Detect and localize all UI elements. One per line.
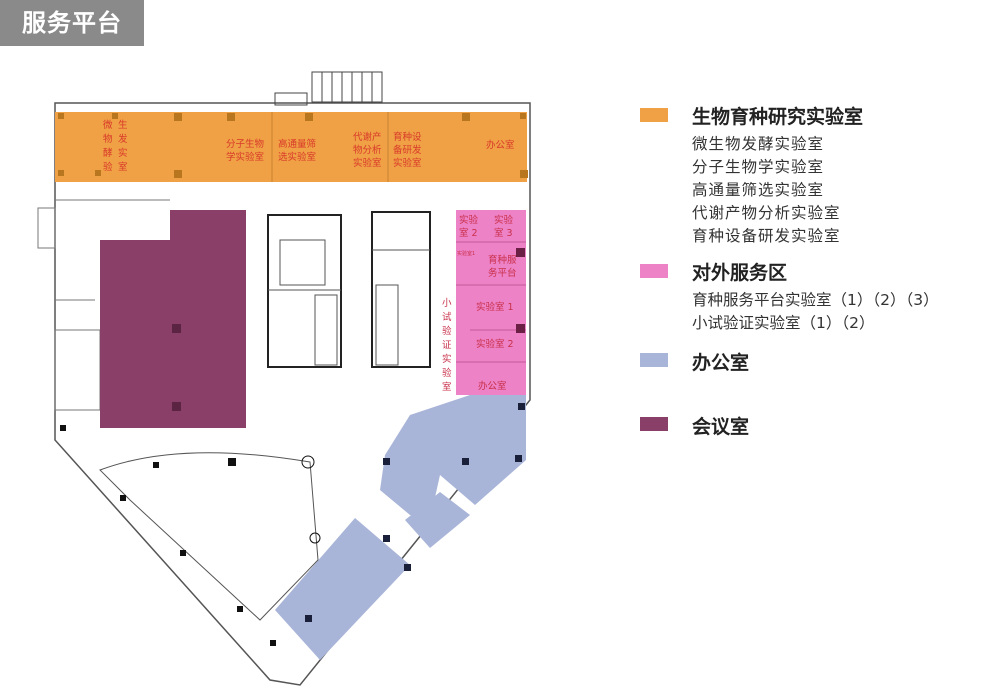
room-label: 验 — [103, 161, 113, 173]
room-label: 实 — [118, 147, 128, 159]
legend-item: 分子生物学实验室 — [692, 158, 825, 176]
legend-swatch — [640, 108, 668, 122]
structural-columns — [305, 403, 525, 622]
structural-columns — [60, 425, 276, 646]
office-zone — [275, 518, 410, 660]
page-title: 服务平台 — [0, 0, 144, 46]
room-label: 实验室 2 — [476, 338, 514, 350]
room-label: 发 — [118, 133, 128, 145]
room-label: 学实验室 — [226, 151, 264, 163]
legend-swatch — [640, 353, 668, 367]
room-label: 生 — [118, 119, 128, 131]
core-interior-walls — [268, 239, 430, 366]
room-label: 实验 — [459, 214, 479, 226]
room-label: 室 3 — [494, 227, 513, 239]
round-column — [309, 532, 321, 544]
pilot-lab-label: 小 试 验 证 实 验 室 — [442, 298, 452, 393]
room-label-char: 实 — [442, 353, 452, 365]
legend-item: 育种服务平台实验室（1）（2）（3） — [692, 291, 939, 309]
room-label: 实验室 — [353, 157, 382, 169]
legend-item: 育种设备研发实验室 — [692, 227, 841, 245]
room-label: 酵 — [103, 148, 113, 159]
room-label: 务平台 — [488, 267, 517, 279]
room-dividers — [271, 112, 389, 182]
room-label-char: 验 — [442, 367, 452, 379]
atrium-outline — [99, 452, 319, 621]
room-label: 室 — [118, 161, 128, 173]
roof-structure — [274, 92, 308, 106]
legend-heading: 办公室 — [692, 352, 750, 374]
room-label: 物 — [103, 133, 113, 145]
room-label: 高通量筛 — [278, 138, 316, 150]
legend-heading: 会议室 — [692, 416, 750, 438]
room-label: 育种服 — [488, 254, 517, 266]
office-zone — [380, 395, 526, 520]
legend-swatch — [640, 264, 668, 278]
room-label: 办公室 — [478, 380, 507, 392]
room-label: 分子生物 — [226, 138, 265, 150]
room-label: 实验室1 — [457, 250, 475, 257]
structural-columns — [172, 324, 181, 411]
left-wing-walls — [37, 199, 170, 411]
legend-item: 小试验证实验室（1）（2） — [692, 314, 875, 332]
service-cores — [267, 211, 431, 368]
legend-item: 代谢产物分析实验室 — [692, 204, 841, 222]
room-label-char: 试 — [442, 311, 452, 323]
legend-heading: 对外服务区 — [692, 262, 788, 284]
structural-columns — [58, 113, 528, 178]
room-label: 办公室 — [486, 139, 515, 151]
room-label: 实验室 — [393, 157, 422, 169]
room-label: 代谢产 — [353, 131, 382, 143]
meeting-room-zone — [100, 210, 246, 428]
legend-item: 高通量筛选实验室 — [692, 181, 825, 199]
legend-item: 微生物发酵实验室 — [692, 135, 825, 153]
room-label-char: 小 — [442, 298, 452, 309]
room-label-char: 验 — [442, 325, 452, 337]
room-label: 室 2 — [459, 227, 478, 239]
stair-treads — [321, 72, 373, 102]
bio-breeding-lab-zone — [55, 112, 527, 182]
room-label-char: 证 — [442, 340, 452, 351]
room-label: 实验室 1 — [476, 301, 514, 313]
office-zone — [405, 492, 470, 548]
legend-heading: 生物育种研究实验室 — [692, 106, 864, 128]
room-label: 实验 — [494, 214, 514, 226]
legend-swatch — [640, 417, 668, 431]
external-service-zone — [456, 210, 526, 395]
room-label: 物分析 — [353, 144, 382, 156]
room-label: 微 — [103, 119, 113, 131]
structural-columns — [516, 248, 525, 333]
roof-stair — [311, 71, 383, 103]
room-label-char: 室 — [442, 381, 452, 393]
room-label: 备研发 — [393, 144, 422, 156]
room-label: 育种设 — [393, 131, 422, 143]
room-label: 选实验室 — [278, 151, 316, 163]
round-column — [301, 455, 315, 469]
